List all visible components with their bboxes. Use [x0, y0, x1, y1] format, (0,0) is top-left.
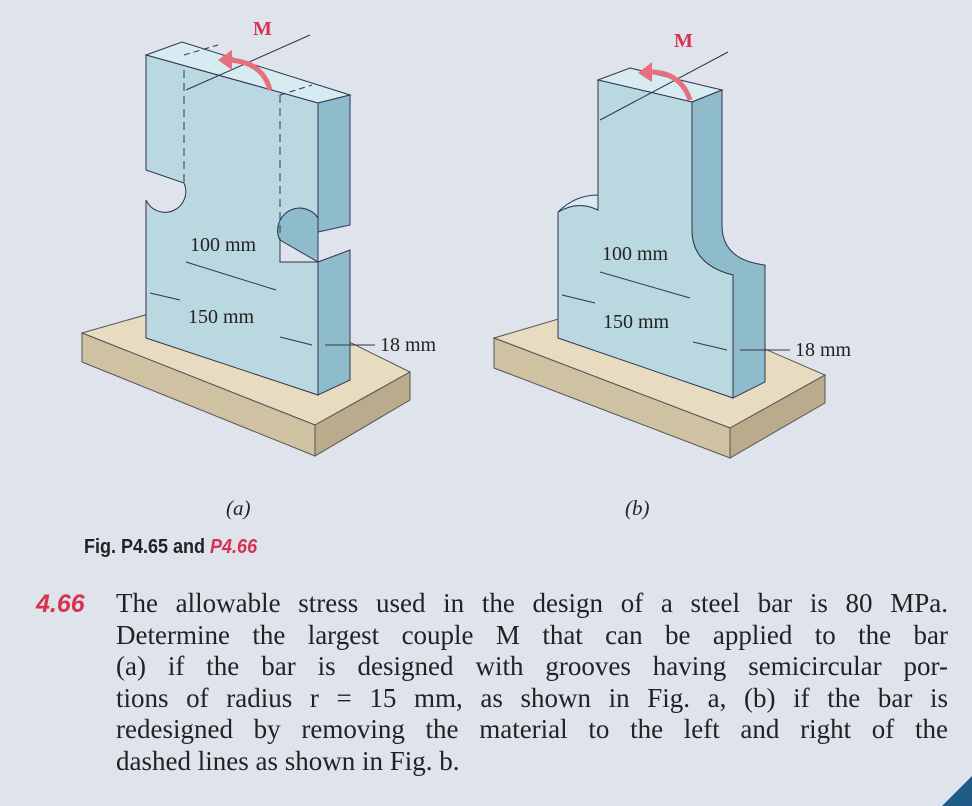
caption-prefix: Fig. P4.65 and	[84, 536, 211, 558]
sublabel-a: (a)	[226, 496, 251, 520]
problem-line: (a) if the bar is designed with grooves …	[116, 651, 948, 681]
dim-inner-a: 100 mm	[190, 234, 257, 256]
bar-b	[557, 51, 790, 399]
dim-width-a: 150 mm	[188, 306, 255, 328]
problem-line: tions of radius r = 15 mm, as shown in F…	[116, 682, 948, 713]
moment-label-b: M	[674, 30, 693, 52]
problem-line: The allowable stress used in the design …	[116, 588, 948, 618]
dim-thickness-a: 18 mm	[380, 334, 437, 356]
moment-label-a: M	[253, 18, 272, 40]
caption-highlight: P4.66	[210, 536, 258, 558]
dim-thickness-b: 18 mm	[795, 339, 852, 361]
problem-line: redesigned by removing the material to t…	[116, 714, 948, 744]
page-corner-decoration	[942, 776, 972, 806]
problem-text: The allowable stress used in the design …	[116, 588, 948, 777]
dim-width-b: 150 mm	[603, 311, 670, 333]
figure-drawing	[80, 34, 827, 459]
problem-line: dashed lines as shown in Fig. b.	[116, 745, 460, 776]
problem-number: 4.66	[36, 590, 85, 618]
sublabel-b: (b)	[625, 496, 650, 520]
figure-caption: Fig. P4.65 and P4.66	[84, 536, 257, 559]
problem-line: Determine the largest couple M that can …	[116, 619, 948, 650]
bar-a	[144, 34, 375, 396]
dim-inner-b: 100 mm	[602, 243, 669, 265]
